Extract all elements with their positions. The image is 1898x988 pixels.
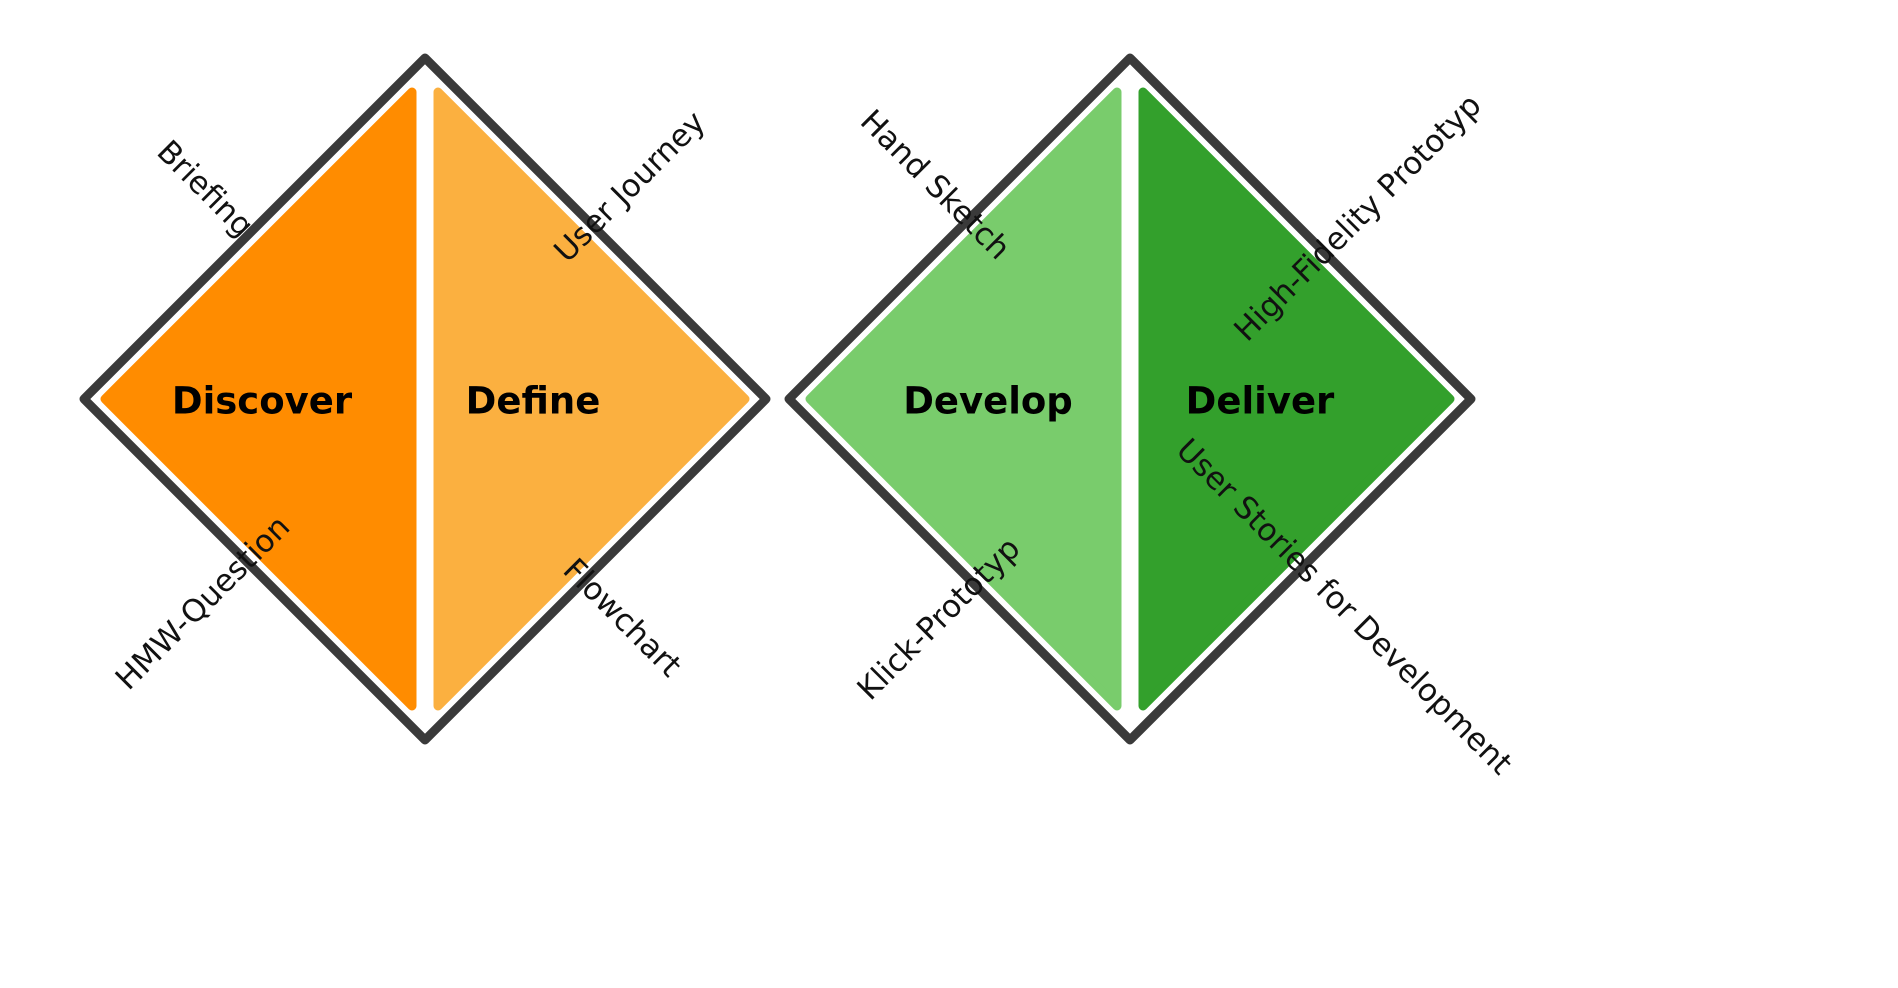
briefing-edge-label: Briefing	[150, 134, 261, 245]
hmw-question-edge-label: HMW-Question	[109, 509, 297, 697]
define-label: Define	[466, 380, 601, 423]
klick-prototyp-edge-label: Klick-Prototyp	[850, 530, 1027, 707]
hand-sketch-edge-label: Hand Sketch	[853, 103, 1017, 267]
diamond-left-outline	[79, 53, 771, 745]
deliver-triangle[interactable]	[1138, 87, 1455, 711]
diamond-left: Discover Define Briefing User Journey HM…	[79, 53, 771, 745]
flowchart-edge-label: Flowchart	[556, 552, 688, 684]
diamond-right-outline	[784, 53, 1476, 745]
define-triangle[interactable]	[433, 87, 750, 711]
discover-label: Discover	[172, 380, 353, 423]
user-journey-edge-label: User Journey	[547, 104, 712, 269]
diamond-right: Develop Deliver Hand Sketch High-Fidelit…	[784, 53, 1519, 782]
develop-triangle[interactable]	[805, 87, 1122, 711]
discover-triangle[interactable]	[100, 87, 417, 711]
develop-label: Develop	[903, 380, 1073, 423]
deliver-label: Deliver	[1186, 380, 1335, 423]
